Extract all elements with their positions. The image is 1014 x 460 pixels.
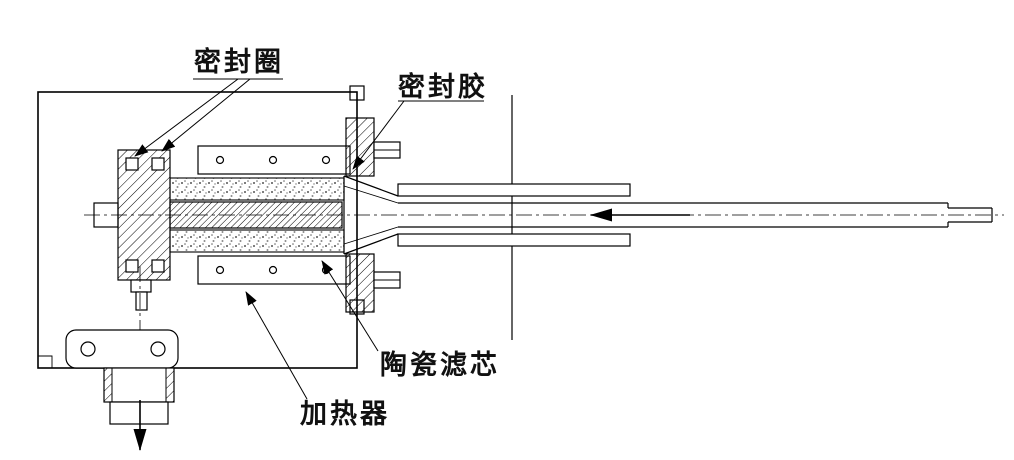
heater [197,145,351,285]
sealant-callout [352,100,484,170]
seal-ring-top-left [125,157,139,171]
screw-icon [215,155,225,165]
bracket-hole-right [150,341,166,357]
seal-ring-bottom-right [151,259,165,273]
callouts [134,78,484,400]
label-sealant: 密封胶 [398,71,488,102]
drain-stub [130,279,152,311]
heater-callout [245,291,308,400]
ceramic-filter-callout [321,260,379,352]
label-seal-ring: 密封圈 [194,46,284,77]
label-ceramic-filter: 陶瓷滤芯 [380,349,500,380]
ceramic-filter [169,177,345,253]
mounting-bracket [65,329,179,369]
inlet-tube [397,183,993,247]
outlet-spout [103,367,175,425]
screw-icon [268,265,278,275]
tube-jacket-bottom [397,233,631,247]
seal-ring-top-right [151,157,165,171]
screw-icon [268,155,278,165]
seal-ring-callout [134,78,283,157]
bracket-hole-left [80,341,96,357]
filter-heater-assembly [93,117,401,313]
tube-jacket-top [397,183,631,197]
outlet-cone [343,175,399,255]
ceramic-filter-bottom [169,229,345,253]
label-heater: 加热器 [300,399,390,429]
plate-corner-step [38,355,53,368]
screw-icon [321,155,331,165]
plate-top-tab [349,85,365,101]
seal-ring-bottom-left [125,259,139,273]
screw-icon [215,265,225,275]
ceramic-filter-top [169,177,345,201]
